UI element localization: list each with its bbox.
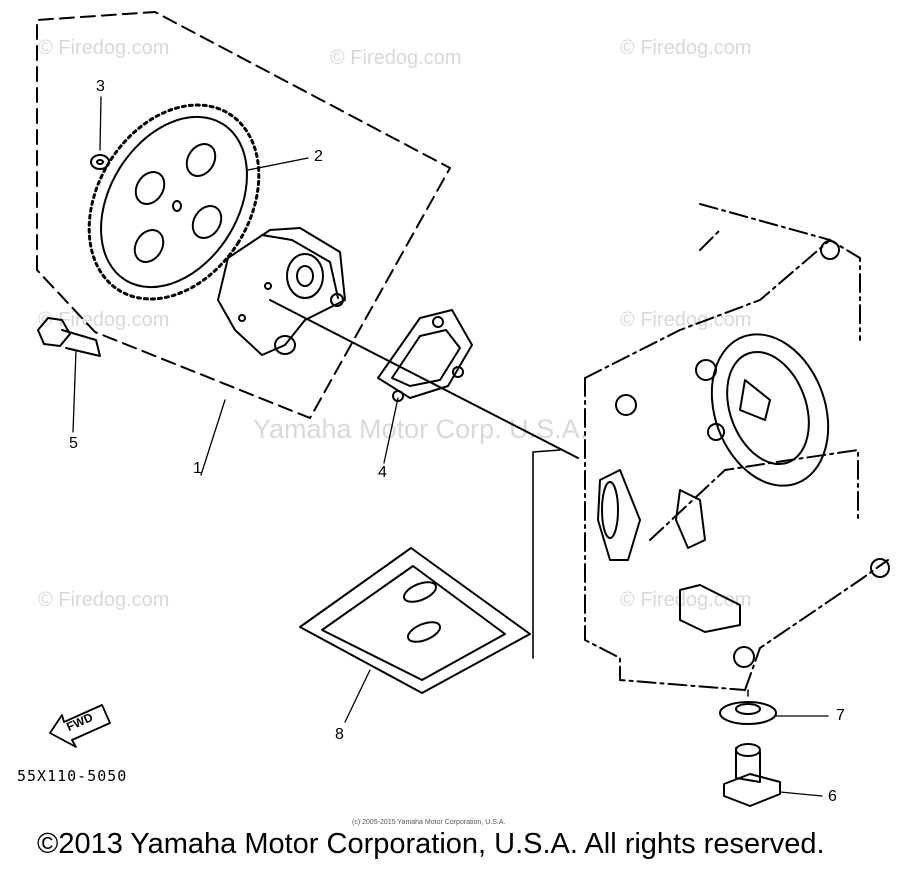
drawing-number: 55X110-5050 [17, 767, 128, 785]
center-watermark: Yamaha Motor Corp. U.S.A. [253, 414, 588, 444]
bolt [37, 317, 101, 357]
watermark: © Firedog.com [38, 309, 170, 331]
watermark: © Firedog.com [38, 37, 170, 59]
footer-copyright: ©2013 Yamaha Motor Corporation, U.S.A. A… [37, 828, 825, 860]
callout-1: 1 [193, 460, 202, 477]
callout-5: 5 [69, 435, 78, 452]
drain-plug-gasket [719, 701, 777, 725]
callout-6: 6 [828, 788, 837, 805]
oil-pump-driven-gear [87, 103, 261, 301]
small-copyright: (c) 2005-2015 Yamaha Motor Corporation, … [352, 819, 506, 826]
watermark: © Firedog.com [38, 589, 170, 611]
drain-plug [723, 743, 781, 807]
watermark: © Firedog.com [620, 37, 752, 59]
assembly-boundary-dashed [36, 11, 451, 419]
crankcase-outline [584, 203, 889, 691]
oil-strainer [299, 547, 531, 694]
callout-8: 8 [335, 726, 344, 743]
assembly-center-line [269, 299, 579, 459]
circlip [90, 154, 110, 170]
oil-pump-gasket [377, 309, 473, 402]
callout-2: 2 [314, 148, 323, 165]
callout-3: 3 [96, 78, 105, 95]
strainer-guide-line [532, 449, 561, 659]
oil-pump-assembly [217, 227, 346, 356]
callout-7: 7 [836, 707, 845, 724]
fwd-arrow-icon [49, 704, 111, 748]
crankcase-detail [597, 240, 890, 668]
callout-4: 4 [378, 464, 387, 481]
callout-leaders [72, 96, 829, 797]
watermark: © Firedog.com [330, 47, 462, 69]
